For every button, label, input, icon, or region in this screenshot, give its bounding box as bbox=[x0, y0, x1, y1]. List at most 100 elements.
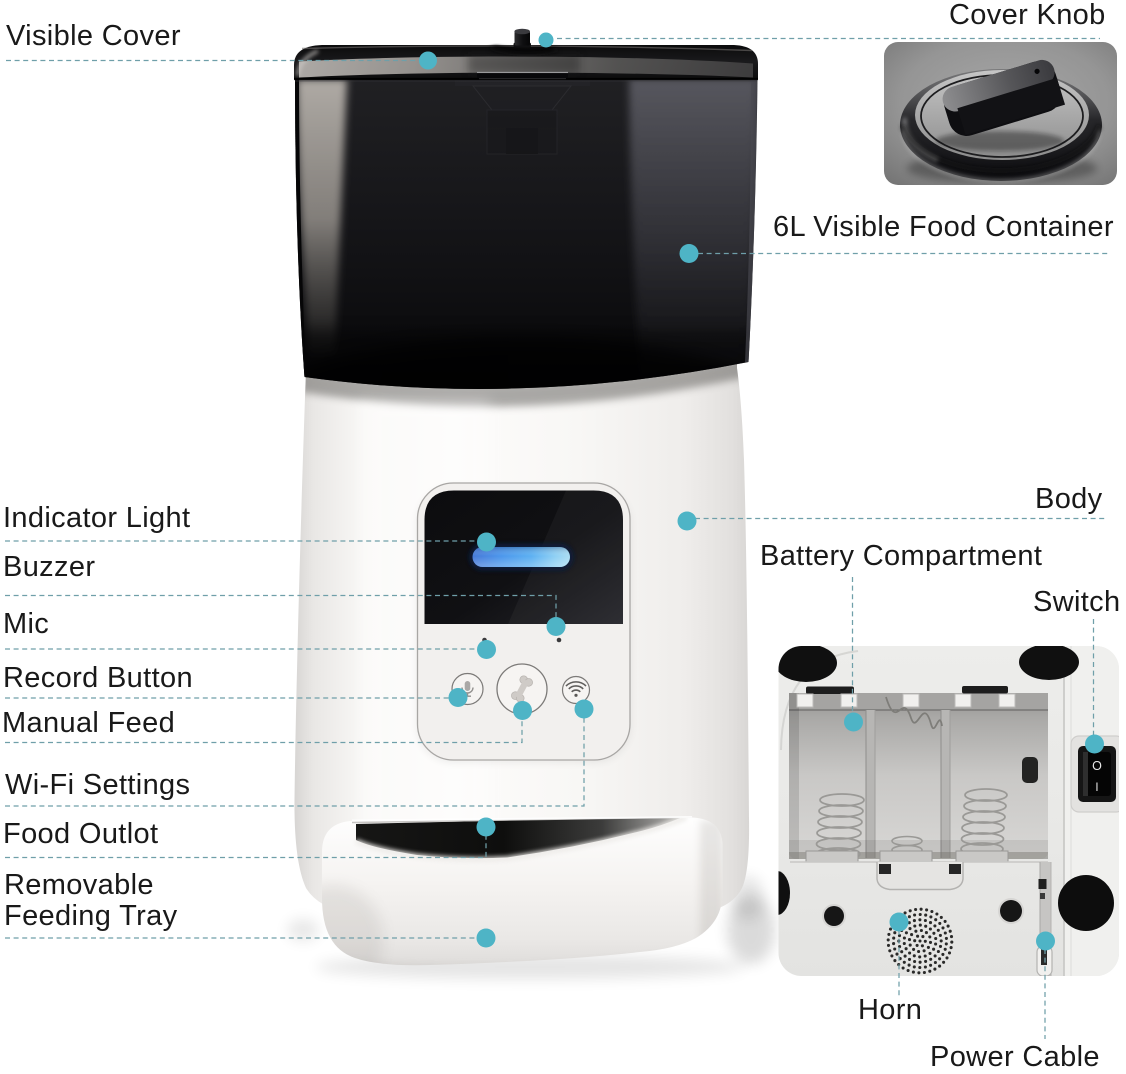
label-switch: Switch bbox=[1033, 586, 1121, 618]
speaker-hole bbox=[890, 954, 894, 958]
control-panel bbox=[416, 482, 631, 763]
speaker-hole bbox=[922, 970, 926, 975]
speaker-hole bbox=[919, 907, 923, 911]
speaker-hole bbox=[888, 927, 893, 931]
speaker-hole bbox=[932, 931, 936, 935]
leader-line bbox=[5, 716, 585, 807]
speaker-hole bbox=[907, 957, 912, 961]
speaker-hole bbox=[912, 919, 916, 923]
speaker-hole bbox=[928, 940, 933, 944]
callout-dot bbox=[677, 511, 697, 531]
speaker-hole bbox=[892, 942, 896, 946]
speaker-hole bbox=[924, 959, 928, 963]
leader-line bbox=[5, 594, 557, 619]
speaker-hole bbox=[900, 950, 904, 954]
speaker-hole bbox=[907, 963, 911, 967]
label-visible-cover: Visible Cover bbox=[6, 20, 181, 52]
speaker-hole bbox=[888, 949, 892, 953]
speaker-hole bbox=[918, 960, 922, 964]
callout-dot bbox=[477, 532, 496, 552]
manual-feed-button bbox=[496, 663, 548, 715]
speaker-hole bbox=[947, 951, 952, 955]
callout-dot bbox=[574, 699, 594, 719]
speaker-hole bbox=[928, 935, 932, 939]
speaker-hole bbox=[938, 964, 942, 968]
label-manual-feed: Manual Feed bbox=[2, 707, 176, 739]
label-buzzer: Buzzer bbox=[3, 551, 96, 583]
speaker-hole bbox=[943, 931, 947, 935]
speaker-hole bbox=[911, 970, 915, 974]
speaker-hole bbox=[934, 918, 938, 922]
speaker-hole bbox=[903, 954, 907, 958]
callout-dot bbox=[679, 244, 699, 263]
feeding-tray bbox=[322, 816, 723, 966]
speaker-hole bbox=[912, 965, 916, 969]
speaker-hole bbox=[902, 960, 906, 964]
switch-on-mark: I bbox=[1095, 782, 1098, 794]
speaker-hole bbox=[893, 947, 897, 951]
speaker-hole bbox=[913, 959, 917, 964]
speaker-hole bbox=[943, 919, 947, 923]
rubber-feet bbox=[778, 646, 1114, 931]
speaker-hole bbox=[939, 915, 943, 919]
speaker-hole bbox=[912, 954, 916, 958]
speaker-hole bbox=[941, 952, 945, 956]
speaker-hole bbox=[929, 915, 933, 919]
speaker-hole bbox=[892, 936, 896, 940]
speaker-hole bbox=[901, 966, 905, 970]
speaker-hole bbox=[907, 938, 912, 942]
speaker-grille bbox=[886, 907, 954, 975]
cover-latch bbox=[477, 71, 568, 80]
label-food-outlot: Food Outlot bbox=[3, 818, 159, 850]
speaker-hole bbox=[893, 931, 897, 935]
speaker-hole bbox=[918, 923, 922, 927]
label-record-button: Record Button bbox=[3, 662, 193, 694]
speaker-hole bbox=[915, 943, 919, 947]
speaker-hole bbox=[928, 927, 932, 931]
speaker-hole bbox=[918, 965, 922, 970]
callout-dot bbox=[477, 640, 496, 659]
speaker-hole bbox=[887, 932, 891, 936]
speaker-hole bbox=[922, 949, 926, 953]
speaker-hole bbox=[933, 967, 937, 971]
label-power-cable: Power Cable bbox=[930, 1041, 1100, 1073]
label-battery-compartment: Battery Compartment bbox=[760, 540, 1043, 572]
speaker-hole bbox=[912, 947, 916, 951]
label-removable-feeding-tray: Removable Feeding Tray bbox=[4, 869, 178, 932]
speaker-hole bbox=[935, 912, 939, 916]
label-cover-knob: Cover Knob bbox=[949, 0, 1106, 31]
battery-compartment-photo bbox=[789, 686, 1048, 864]
speaker-hole bbox=[938, 921, 942, 925]
speaker-hole bbox=[930, 909, 934, 914]
speaker-hole bbox=[933, 960, 937, 965]
speaker-hole bbox=[914, 907, 918, 912]
speaker-hole bbox=[938, 944, 943, 948]
speaker-hole bbox=[936, 949, 940, 954]
speaker-hole bbox=[923, 918, 927, 923]
callout-dot bbox=[448, 688, 468, 707]
speaker-hole bbox=[907, 921, 911, 925]
wifi-button bbox=[561, 675, 591, 705]
speaker-hole bbox=[910, 933, 914, 937]
speaker-hole bbox=[918, 912, 922, 917]
speaker-hole bbox=[938, 957, 942, 961]
speaker-hole bbox=[943, 947, 947, 951]
leader-lines bbox=[5, 37, 1108, 1039]
speaker-hole bbox=[924, 924, 928, 928]
spring-top bbox=[885, 696, 943, 730]
speaker-hole bbox=[946, 924, 950, 928]
callout-dot bbox=[476, 817, 496, 837]
speaker-hole bbox=[928, 921, 933, 925]
label-food-container: 6L Visible Food Container bbox=[773, 211, 1114, 243]
speaker-hole bbox=[942, 960, 946, 964]
speaker-hole bbox=[928, 951, 932, 955]
speaker-hole bbox=[945, 956, 949, 960]
speaker-hole bbox=[916, 934, 920, 938]
speaker-hole bbox=[917, 971, 921, 975]
speaker-hole bbox=[944, 936, 948, 940]
speaker-hole bbox=[950, 940, 954, 944]
label-horn: Horn bbox=[858, 994, 923, 1026]
battery-door-latch bbox=[790, 861, 1048, 891]
callout-dot bbox=[1085, 734, 1104, 754]
